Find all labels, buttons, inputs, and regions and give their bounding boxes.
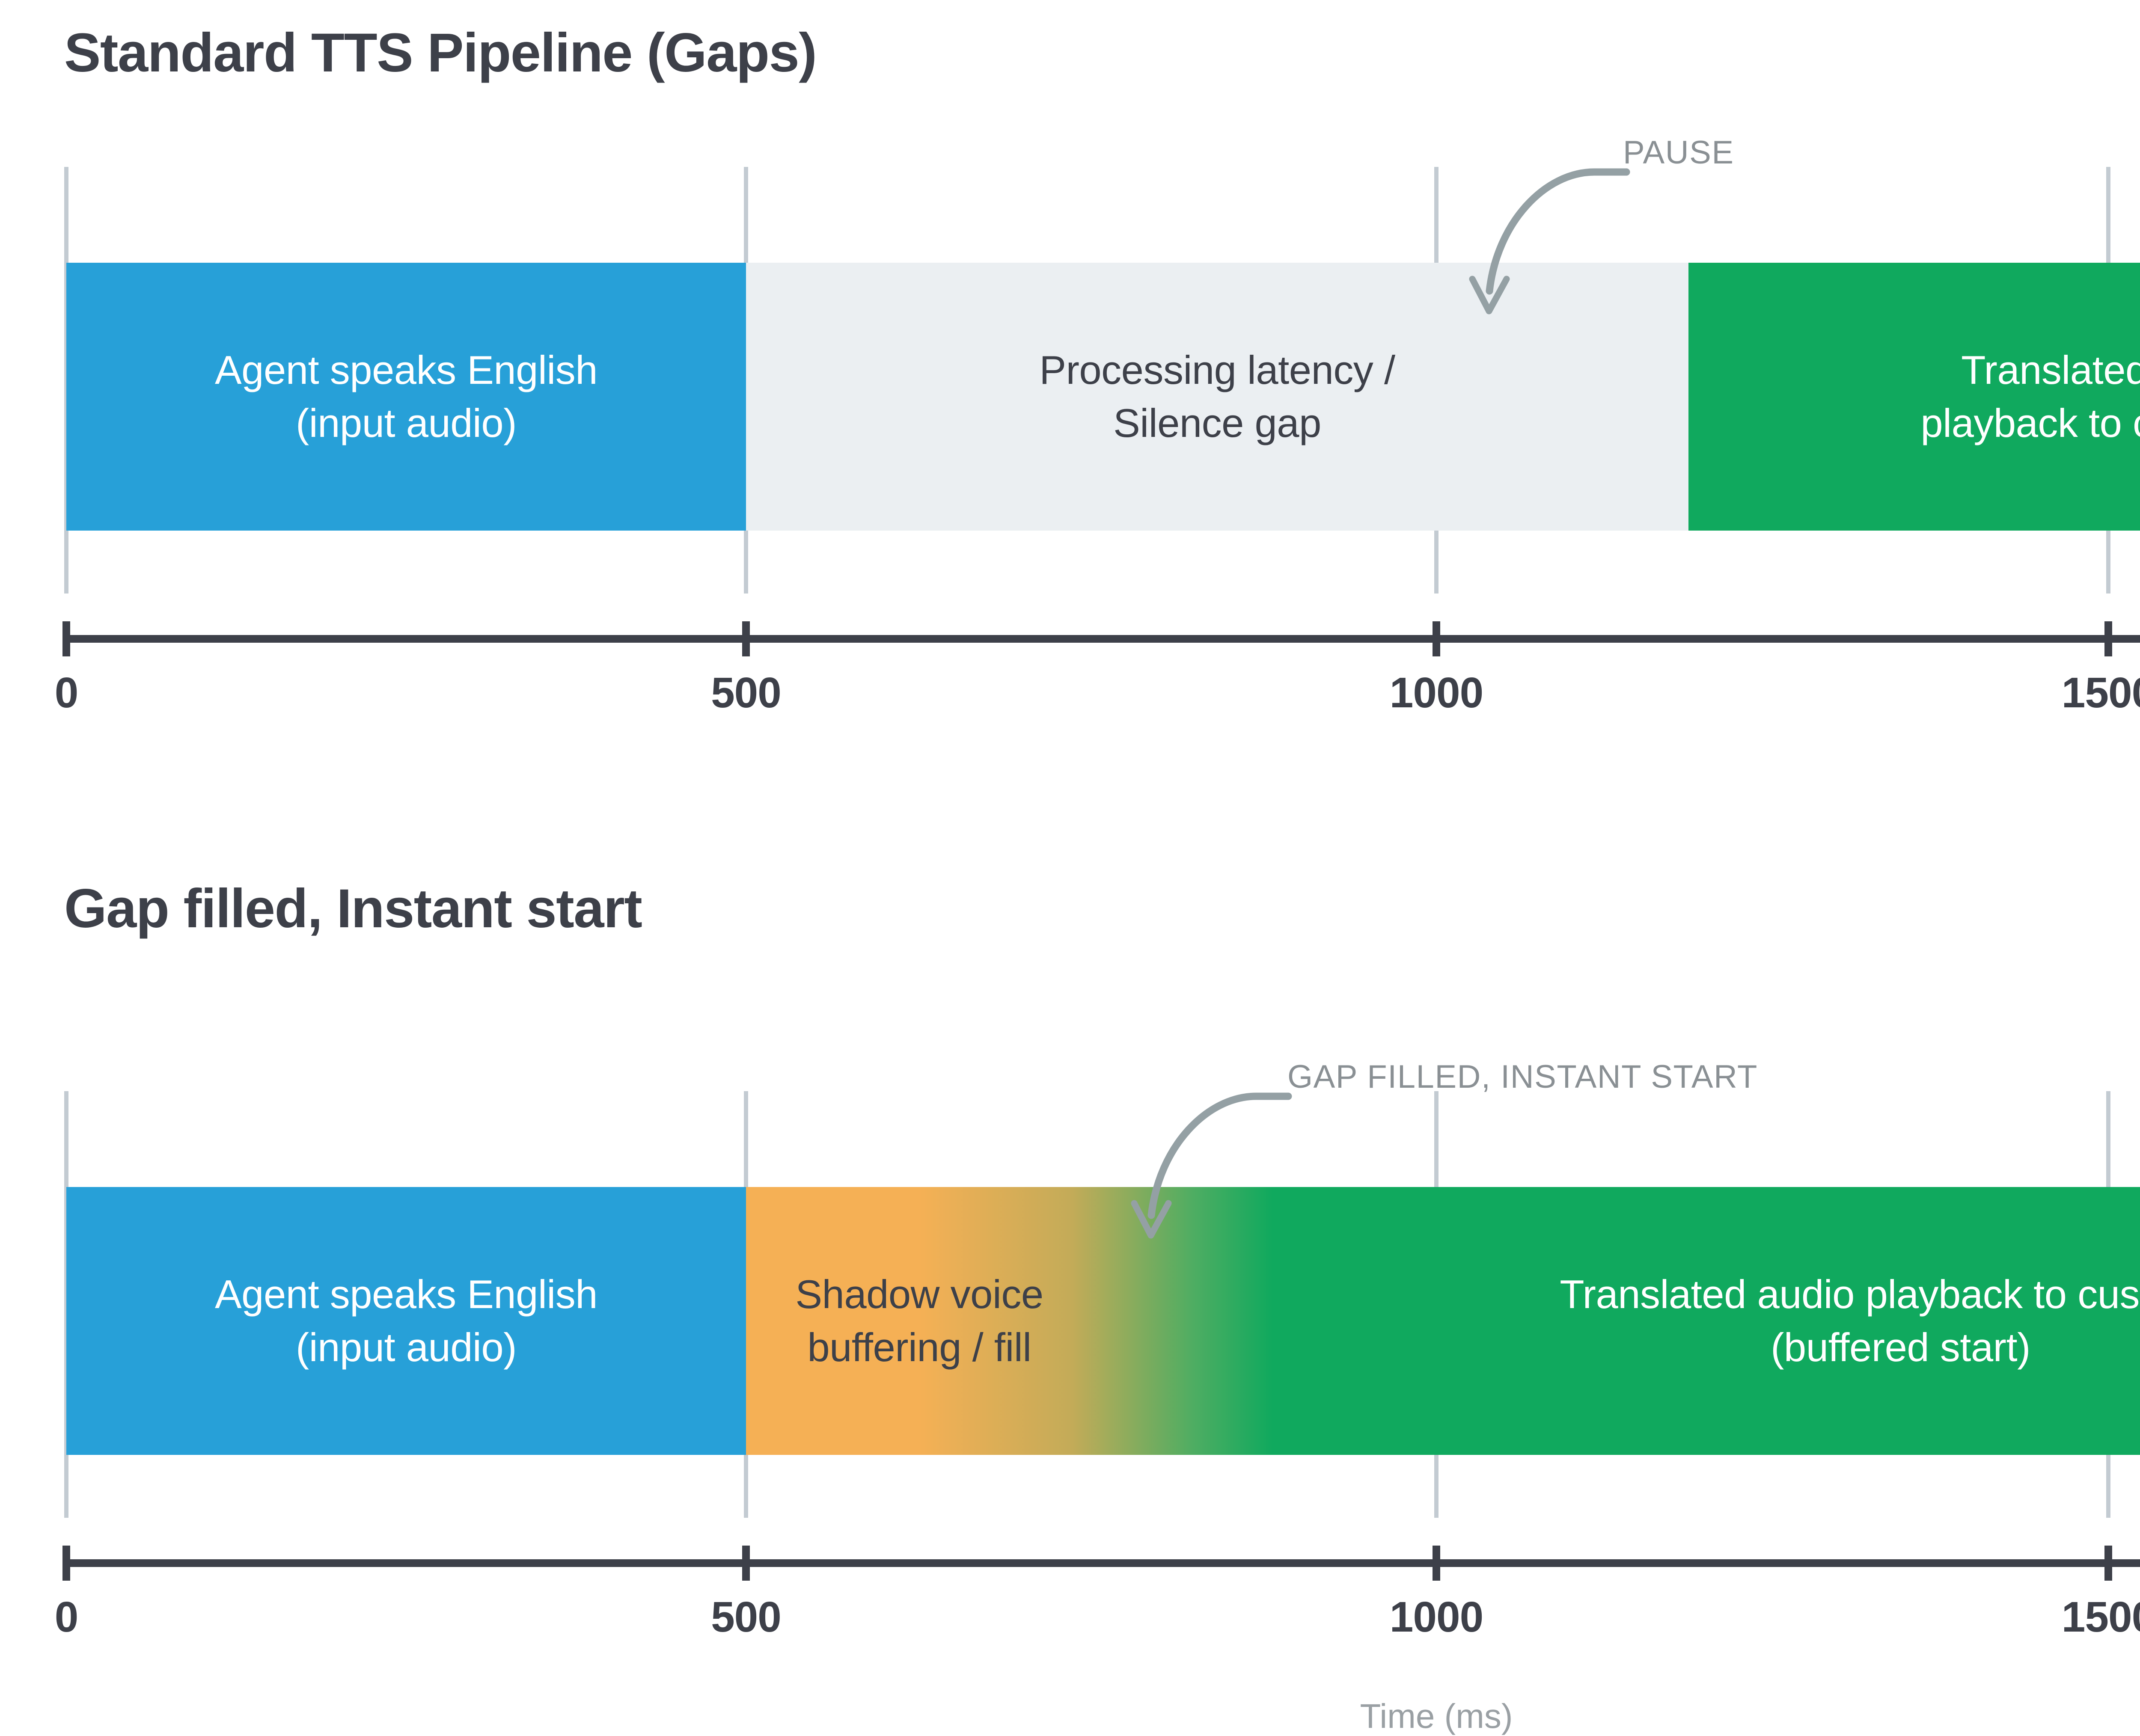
bar-segment-translated-playback: Translated audio playback to customer bbox=[1688, 263, 2140, 531]
annotation-arrow-pause bbox=[1469, 168, 1630, 315]
bar-segment-shadow-voice-fill: Shadow voice buffering / fill bbox=[746, 1187, 1272, 1455]
chart-panel-standard-tts: Standard TTS Pipeline (Gaps) Agent speak… bbox=[0, 0, 2140, 839]
plot-area-panel-1: Agent speaks English (input audio) Proce… bbox=[0, 134, 2140, 732]
bar-segment-input-audio-p2: Agent speaks English (input audio) bbox=[66, 1187, 746, 1455]
x-tick-label-500-p2: 500 bbox=[711, 1593, 782, 1641]
x-tick-label-0: 0 bbox=[54, 669, 79, 717]
x-axis-caption: Time (ms) bbox=[1360, 1697, 1513, 1735]
bar-label-shadow-voice-fill: Shadow voice buffering / fill bbox=[795, 1271, 1043, 1370]
bar-segment-input-audio: Agent speaks English (input audio) bbox=[66, 263, 746, 531]
annotation-label-gap-filled: GAP FILLED, INSTANT START bbox=[1287, 1059, 1758, 1095]
bar-label-input-audio-p2: Agent speaks English (input audio) bbox=[214, 1271, 598, 1370]
annotation-arrow-gap-filled bbox=[1131, 1092, 1292, 1239]
page-title-panel-1: Standard TTS Pipeline (Gaps) bbox=[64, 22, 817, 83]
bar-label-input-audio: Agent speaks English (input audio) bbox=[214, 347, 598, 445]
x-axis-panel-1 bbox=[62, 621, 2140, 656]
page-title-panel-2: Gap filled, Instant start bbox=[64, 878, 642, 939]
bar-label-silence-gap: Processing latency / Silence gap bbox=[1039, 347, 1395, 445]
x-axis-panel-2 bbox=[62, 1546, 2140, 1581]
x-tick-label-1000: 1000 bbox=[1389, 669, 1483, 717]
bar-segment-translated-playback-buffered: Translated audio playback to customer (b… bbox=[1272, 1187, 2140, 1455]
x-tick-label-0-p2: 0 bbox=[54, 1593, 79, 1641]
x-tick-label-1500-p2: 1500 bbox=[2061, 1593, 2140, 1641]
plot-area-panel-2: Agent speaks English (input audio) Shado… bbox=[0, 1059, 2140, 1735]
bar-segment-silence-gap: Processing latency / Silence gap bbox=[746, 263, 1688, 531]
bar-label-translated-playback: Translated audio playback to customer bbox=[1920, 347, 2140, 445]
x-tick-label-1000-p2: 1000 bbox=[1389, 1593, 1483, 1641]
annotation-label-pause: PAUSE bbox=[1623, 134, 1734, 171]
bar-label-translated-playback-buffered: Translated audio playback to customer (b… bbox=[1560, 1271, 2140, 1370]
chart-panel-gap-filled: Gap filled, Instant start Agent speaks E… bbox=[0, 839, 2140, 1735]
x-tick-label-1500: 1500 bbox=[2061, 669, 2140, 717]
x-tick-label-500: 500 bbox=[711, 669, 782, 717]
